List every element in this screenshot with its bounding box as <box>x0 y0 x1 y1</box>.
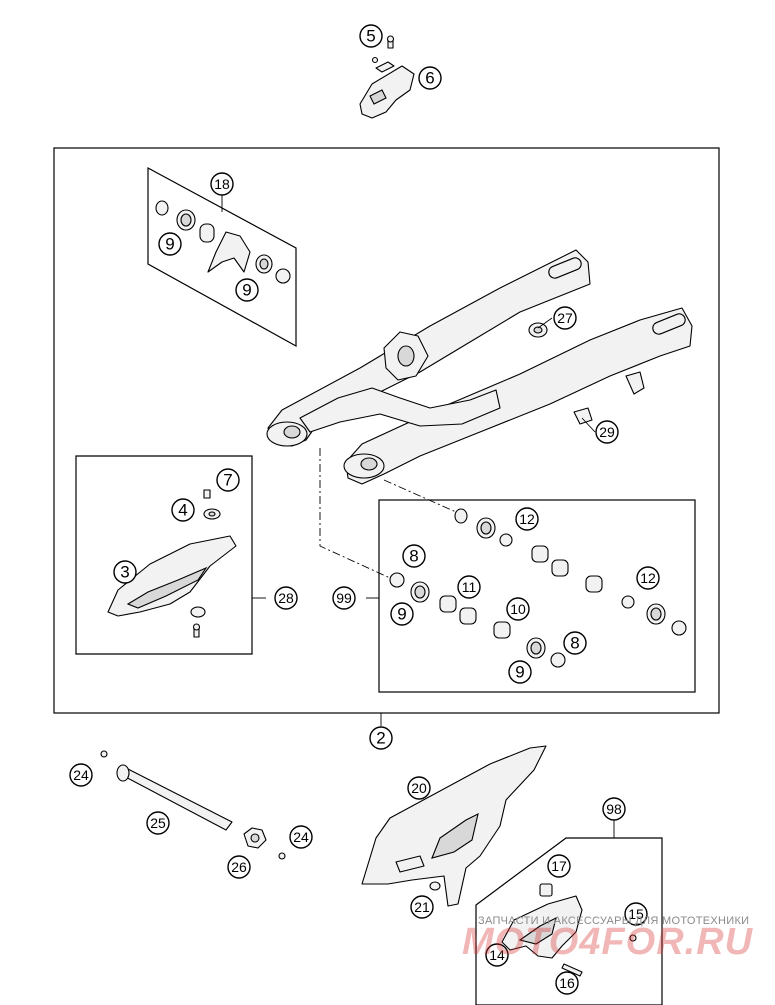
callout-3: 3 <box>113 560 137 584</box>
svg-text:29: 29 <box>599 424 615 440</box>
svg-text:12: 12 <box>640 570 656 586</box>
callout-9: 9 <box>508 660 532 684</box>
chain-guide-parts <box>501 883 637 977</box>
watermark-logo: MOTO4FOR.RU <box>462 921 754 963</box>
callout-8: 8 <box>563 631 587 655</box>
callout-9: 9 <box>390 602 414 626</box>
callout-12: 12 <box>515 507 539 531</box>
callout-25: 25 <box>146 811 170 835</box>
svg-text:26: 26 <box>231 859 247 875</box>
svg-text:16: 16 <box>559 975 575 991</box>
callout-6: 6 <box>418 66 442 90</box>
callout-9: 9 <box>235 278 259 302</box>
callout-29: 29 <box>595 420 619 444</box>
callout-4: 4 <box>171 498 195 522</box>
svg-text:2: 2 <box>376 729 385 748</box>
pivot-axle <box>116 764 233 831</box>
svg-text:10: 10 <box>510 601 526 617</box>
watermark-caption: ЗАПЧАСТИ И АКСЕССУАРЫ ДЛЯ МОТОТЕХНИКИ <box>478 915 750 927</box>
callout-24: 24 <box>289 825 313 849</box>
callout-99: 99 <box>332 586 356 610</box>
swingarm-assembly-frame <box>53 147 720 714</box>
svg-text:4: 4 <box>178 501 187 520</box>
svg-text:7: 7 <box>223 471 232 490</box>
chain-slider-inset <box>75 455 253 655</box>
callout-16: 16 <box>555 971 579 995</box>
callout-26: 26 <box>227 855 251 879</box>
callout-11: 11 <box>457 575 481 599</box>
callout-17: 17 <box>547 854 571 878</box>
chain-slider-parts <box>107 489 237 638</box>
svg-text:9: 9 <box>242 281 251 300</box>
callout-28: 28 <box>274 586 298 610</box>
callout-2: 2 <box>369 726 393 750</box>
chain-guide-kit-inset <box>475 837 663 1005</box>
chain-guard <box>361 745 547 907</box>
callout-18: 18 <box>210 172 234 196</box>
callout-14: 14 <box>485 943 509 967</box>
svg-text:27: 27 <box>557 310 573 326</box>
callout-5: 5 <box>359 24 383 48</box>
chain-slider-block <box>359 56 415 119</box>
svg-text:99: 99 <box>336 590 352 606</box>
callout-27: 27 <box>553 306 577 330</box>
bearing-kit-parts <box>155 200 291 284</box>
svg-text:12: 12 <box>519 511 535 527</box>
axle-nut <box>243 827 267 849</box>
callout-9: 9 <box>158 232 182 256</box>
svg-text:9: 9 <box>165 235 174 254</box>
svg-text:5: 5 <box>366 27 375 46</box>
callout-24: 24 <box>69 763 93 787</box>
screw-part <box>386 35 395 49</box>
callout-12: 12 <box>636 566 660 590</box>
svg-text:9: 9 <box>397 605 406 624</box>
svg-text:14: 14 <box>489 947 505 963</box>
svg-text:18: 18 <box>214 176 230 192</box>
svg-text:98: 98 <box>606 801 622 817</box>
callout-7: 7 <box>216 468 240 492</box>
callout-21: 21 <box>410 895 434 919</box>
svg-text:28: 28 <box>278 590 294 606</box>
svg-text:11: 11 <box>462 579 477 595</box>
pivot-bearing-parts <box>389 508 687 668</box>
swingarm <box>266 249 693 485</box>
svg-text:21: 21 <box>414 899 430 915</box>
svg-text:6: 6 <box>425 69 434 88</box>
pivot-bearing-inset <box>378 499 696 693</box>
callout-20: 20 <box>407 776 431 800</box>
callout-8: 8 <box>402 544 426 568</box>
svg-text:3: 3 <box>120 563 129 582</box>
bearing-kit-inset <box>147 166 297 348</box>
svg-text:24: 24 <box>293 829 309 845</box>
svg-text:8: 8 <box>570 634 579 653</box>
callout-98: 98 <box>602 797 626 821</box>
leader-lines <box>221 194 615 838</box>
callout-15: 15 <box>624 902 648 926</box>
svg-text:20: 20 <box>411 780 427 796</box>
callout-10: 10 <box>506 597 530 621</box>
svg-text:25: 25 <box>150 815 166 831</box>
svg-text:8: 8 <box>409 547 418 566</box>
svg-text:17: 17 <box>551 858 567 874</box>
svg-text:15: 15 <box>628 906 644 922</box>
svg-text:24: 24 <box>73 767 89 783</box>
svg-text:9: 9 <box>515 663 524 682</box>
